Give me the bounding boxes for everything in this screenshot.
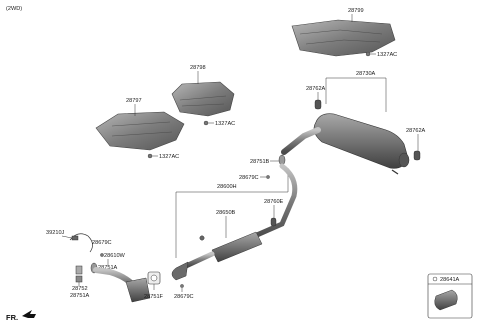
label-inset-part: 28641A [440,277,460,283]
label-muffler-assy: 28730A [356,71,376,77]
label-hanger-mid: 28760E [264,199,284,205]
label-gasket-mid: 28751B [250,159,270,165]
center-pipe-drawing [171,163,298,281]
clamp-icon [100,253,104,257]
bolt-icon [365,51,371,57]
label-clamp-front: 28679C [92,240,112,246]
label-pipe-assy: 28600H [217,184,237,190]
bolt-icon [147,153,153,159]
label-bolt-center: 1327AC [215,121,235,127]
flange-gasket-drawing [147,271,161,285]
muffler-drawing [281,113,410,175]
front-catalyst-pipe-drawing [90,262,151,303]
label-heat-shield-rear: 28799 [348,8,364,14]
clamp-icon [180,284,184,288]
leader-muffler [325,77,387,112]
label-hanger-right: 28762A [406,128,426,134]
clamp-icon [266,175,270,179]
label-clamp-lower: 28679C [174,294,194,300]
label-gasket-front-lower: 28751A [70,293,90,299]
label-catalyst-pipe: 28610W [104,253,126,259]
front-heat-shield-drawing [95,111,185,151]
label-stud: 28752 [72,286,88,292]
label-gasket-front: 28751A [98,265,118,271]
label-bolt-rear: 1327AC [377,52,397,58]
inset-marker-icon [432,276,438,282]
hanger-right-drawing [413,150,421,161]
label-bolt-front: 1327AC [159,154,179,160]
front-arrow-icon [22,310,36,318]
leader-oxygen-sensor [61,235,73,239]
label-clamp-mid: 28679C [239,175,259,181]
hanger-mid-drawing [270,217,277,227]
label-heat-shield-center: 28798 [190,65,206,71]
variant-label: (2WD) [6,6,22,12]
hanger-left-drawing [314,99,322,110]
direction-label: FR. [6,313,18,322]
bolt-icon [203,120,209,126]
rear-heat-shield-drawing [291,19,396,57]
label-hanger-left: 28762A [306,86,326,92]
label-heat-shield-front: 28797 [126,98,142,104]
center-heat-shield-drawing [171,81,235,117]
oxygen-sensor-drawing [69,233,93,253]
stud-drawing [75,265,83,275]
label-gasket-flange: 28751F [144,294,164,300]
inset-part-drawing [434,289,458,311]
label-center-pipe: 28650B [216,210,236,216]
gasket-lower-drawing [75,275,83,283]
inset-box: 28641A [427,273,473,319]
label-oxygen-sensor: 39210J [46,230,65,236]
